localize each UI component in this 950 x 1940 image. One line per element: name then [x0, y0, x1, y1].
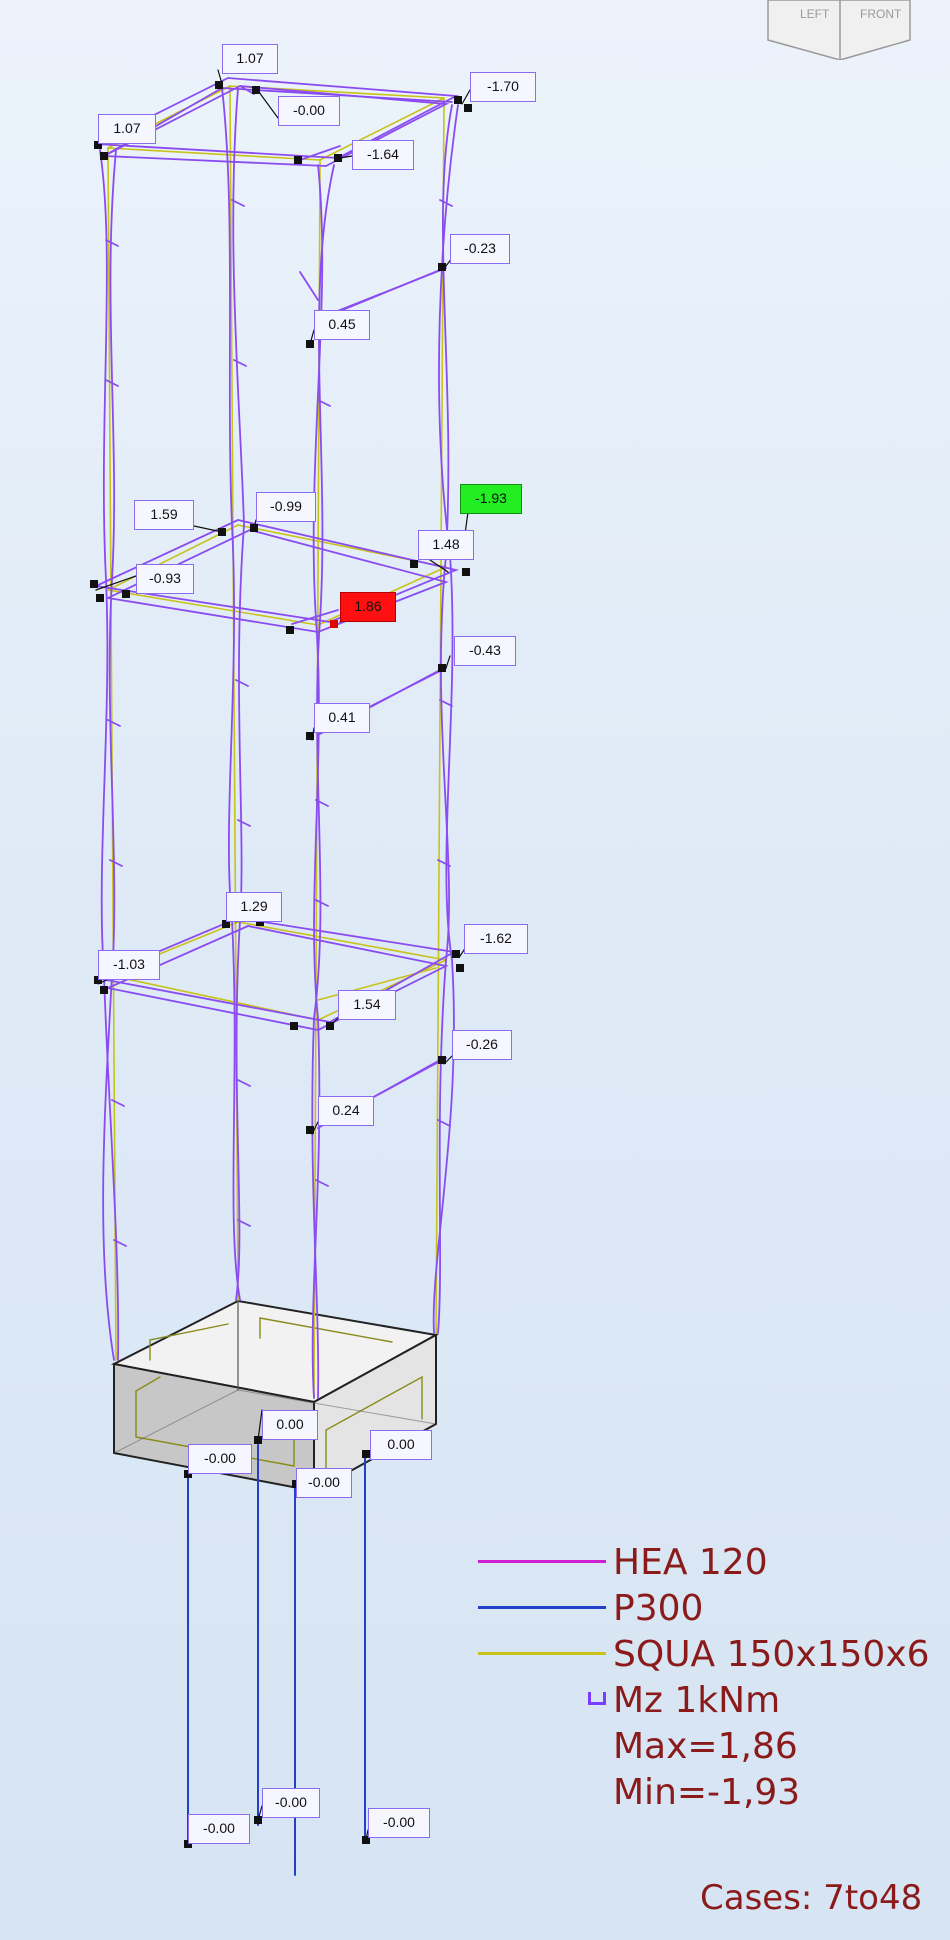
node-marker	[290, 1022, 298, 1030]
mz-value-label[interactable]: -1.62	[464, 924, 528, 954]
node-marker	[222, 920, 230, 928]
node-marker	[184, 1840, 192, 1848]
mz-value-label[interactable]: 1.07	[222, 44, 278, 74]
legend-min-row: Min=-1,93	[478, 1770, 948, 1816]
mz-value-label[interactable]: -0.99	[256, 492, 316, 522]
node-marker	[306, 340, 314, 348]
node-marker	[286, 626, 294, 634]
load-cases-label: Cases: 7to48	[700, 1878, 923, 1918]
mz-value-label[interactable]: 0.00	[370, 1430, 432, 1460]
mz-value-label[interactable]: -0.00	[296, 1468, 352, 1498]
legend-max: Max=1,86	[613, 1726, 798, 1767]
legend-item-squa: SQUA 150x150x6	[478, 1632, 948, 1678]
legend-label-p300: P300	[613, 1588, 704, 1629]
mz-value-label[interactable]: 1.29	[226, 892, 282, 922]
mz-value-label[interactable]: -0.00	[188, 1444, 252, 1474]
node-marker	[294, 156, 302, 164]
node-marker	[218, 528, 226, 536]
node-marker	[100, 986, 108, 994]
legend-item-result: Mz 1kNm	[478, 1678, 948, 1724]
mz-value-label[interactable]: -1.70	[470, 72, 536, 102]
node-marker	[438, 263, 446, 271]
max-node-marker	[330, 620, 338, 628]
legend: HEA 120 P300 SQUA 150x150x6 Mz 1kNm Max=…	[478, 1540, 948, 1816]
mz-value-label[interactable]: -0.00	[368, 1808, 430, 1838]
node-marker	[334, 154, 342, 162]
mz-value-label[interactable]: -0.93	[136, 564, 194, 594]
legend-label-squa: SQUA 150x150x6	[613, 1634, 930, 1675]
mz-value-label[interactable]: -0.00	[278, 96, 340, 126]
mz-value-label[interactable]: -0.26	[452, 1030, 512, 1060]
node-marker	[215, 81, 223, 89]
mz-value-label[interactable]: 1.07	[98, 114, 156, 144]
mz-value-label[interactable]: 0.45	[314, 310, 370, 340]
node-marker	[94, 976, 102, 984]
mz-value-label[interactable]: 0.00	[262, 1410, 318, 1440]
node-marker	[306, 1126, 314, 1134]
mz-value-label[interactable]: -1.64	[352, 140, 414, 170]
max-value-label[interactable]: 1.86	[340, 592, 396, 622]
node-marker	[410, 560, 418, 568]
legend-swatch-squa	[478, 1652, 606, 1655]
legend-min: Min=-1,93	[613, 1772, 801, 1813]
node-marker	[252, 86, 260, 94]
mz-value-label[interactable]: 1.59	[134, 500, 194, 530]
view-cube-front-face: FRONT	[860, 7, 902, 21]
mz-value-label[interactable]: -0.00	[188, 1814, 250, 1844]
node-marker	[438, 664, 446, 672]
view-cube-left-face: LEFT	[800, 7, 830, 21]
node-marker	[438, 1056, 446, 1064]
mz-value-label[interactable]: -0.23	[450, 234, 510, 264]
node-marker	[100, 152, 108, 160]
squa-members	[107, 85, 447, 1399]
node-marker	[94, 141, 102, 149]
node-marker	[96, 594, 104, 602]
node-marker	[362, 1836, 370, 1844]
node-marker	[254, 1816, 262, 1824]
legend-label-hea: HEA 120	[613, 1542, 768, 1583]
legend-swatch-hea	[478, 1560, 606, 1563]
diagram-bracket-icon	[588, 1692, 606, 1705]
node-marker	[464, 104, 472, 112]
mz-value-label[interactable]: -0.00	[262, 1788, 320, 1818]
legend-max-row: Max=1,86	[478, 1724, 948, 1770]
node-marker	[456, 964, 464, 972]
node-marker	[250, 524, 258, 532]
mz-value-label[interactable]: -1.03	[98, 950, 160, 980]
node-marker	[184, 1470, 192, 1478]
legend-item-p300: P300	[478, 1586, 948, 1632]
legend-swatch-p300	[478, 1606, 606, 1609]
mz-value-label[interactable]: 0.24	[318, 1096, 374, 1126]
mz-value-label[interactable]: 1.54	[338, 990, 396, 1020]
node-marker	[90, 580, 98, 588]
foundation-block	[110, 1299, 439, 1493]
node-marker	[362, 1450, 370, 1458]
node-marker	[256, 918, 264, 926]
node-marker	[462, 568, 470, 576]
legend-result-type: Mz 1kNm	[613, 1680, 781, 1721]
mz-value-label[interactable]: 1.48	[418, 530, 474, 560]
legend-item-hea: HEA 120	[478, 1540, 948, 1586]
node-marker	[326, 1022, 334, 1030]
node-marker	[452, 950, 460, 958]
mz-value-label[interactable]: 0.41	[314, 703, 370, 733]
view-cube[interactable]: LEFT FRONT	[760, 0, 920, 60]
mz-value-label[interactable]: -0.43	[454, 636, 516, 666]
node-marker	[122, 590, 130, 598]
min-value-label[interactable]: -1.93	[460, 484, 522, 514]
node-marker	[254, 1436, 262, 1444]
mz-diagram	[95, 77, 460, 1399]
node-marker	[306, 732, 314, 740]
node-marker	[454, 96, 462, 104]
